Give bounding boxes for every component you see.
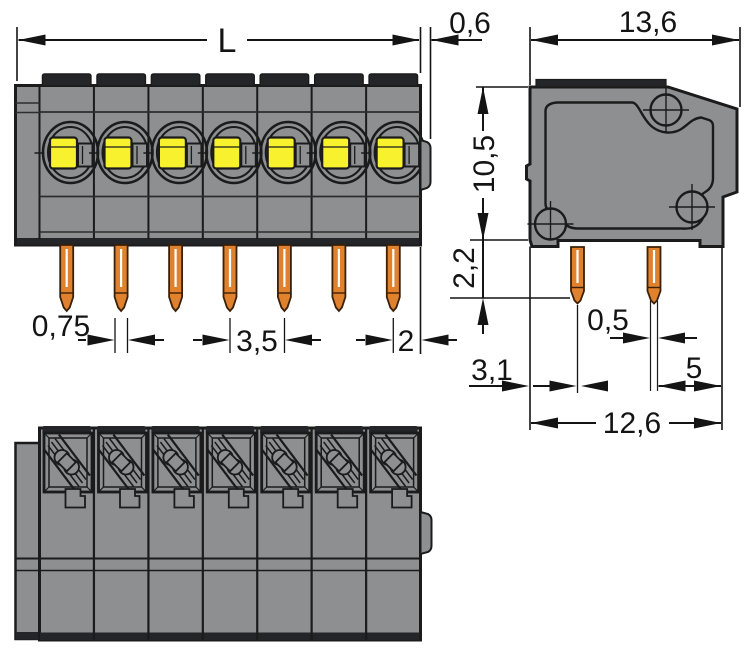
dim-0-6: 0,6 [431,7,491,46]
arrow-left [285,334,312,346]
arrow-left [658,380,686,392]
arrow-right [694,380,721,392]
side-top-strip [535,78,667,88]
arrow-down [477,213,489,240]
dim-label-13-6: 13,6 [619,6,677,39]
arrow-right [502,380,529,392]
arrow-up [477,298,489,325]
side-view [525,78,739,391]
front-bottom-band [17,238,419,245]
dim-label-0-6: 0,6 [449,7,491,40]
bottom-latch [419,510,433,556]
dim-label-0-75: 0,75 [32,310,90,343]
dimensions: L 0,6 13,6 10,5 2,2 [16,6,741,440]
bottom-view [14,424,433,642]
arrow-left [421,334,449,346]
dim-label-2: 2 [398,325,415,358]
dim-12-6: 12,6 [531,407,721,440]
dim-label-10-5: 10,5 [468,135,501,193]
dim-label-0-5: 0,5 [587,304,629,337]
dim-3-1: 3,1 [469,354,608,392]
dim-label-3-5: 3,5 [236,325,278,358]
dim-2-2: 2,2 [448,240,489,334]
arrow-left [581,380,608,392]
arrow-left [18,34,46,46]
dim-0-75: 0,75 [32,310,164,346]
arrow-left [658,332,685,344]
dim-3-5: 3,5 [193,325,321,358]
arrow-up [477,87,489,114]
arrow-right [694,417,721,429]
dim-label-L: L [218,22,237,60]
arrow-right [87,334,115,346]
dim-13-6: 13,6 [531,6,739,46]
dim-0-5: 0,5 [587,304,697,344]
dim-10-5: 10,5 [468,87,501,240]
front-latch [419,138,432,192]
dim-label-5: 5 [686,352,703,385]
crosshair-boss [643,87,689,133]
dim-2: 2 [356,325,457,358]
dim-label-2-2: 2,2 [448,247,481,289]
solder-pin [570,246,585,305]
arrow-right [712,34,739,46]
arrow-right [549,380,577,392]
arrow-left [128,334,155,346]
dim-5: 5 [658,352,721,392]
dim-label-12-6: 12,6 [603,407,661,440]
bottom-edge-band [40,632,420,640]
dim-label-3-1: 3,1 [471,354,513,387]
arrow-right [365,334,393,346]
arrow-left [531,417,558,429]
crosshair-boss [669,184,715,230]
arrow-left [431,34,459,46]
arrow-right [202,334,230,346]
dim-L: L [18,22,420,60]
arrow-right [392,34,420,46]
front-view [14,72,432,312]
arrow-right [623,332,650,344]
solder-pin [646,246,662,391]
crosshair-boss [527,201,574,241]
arrow-left [531,34,558,46]
end-plate [14,441,41,641]
